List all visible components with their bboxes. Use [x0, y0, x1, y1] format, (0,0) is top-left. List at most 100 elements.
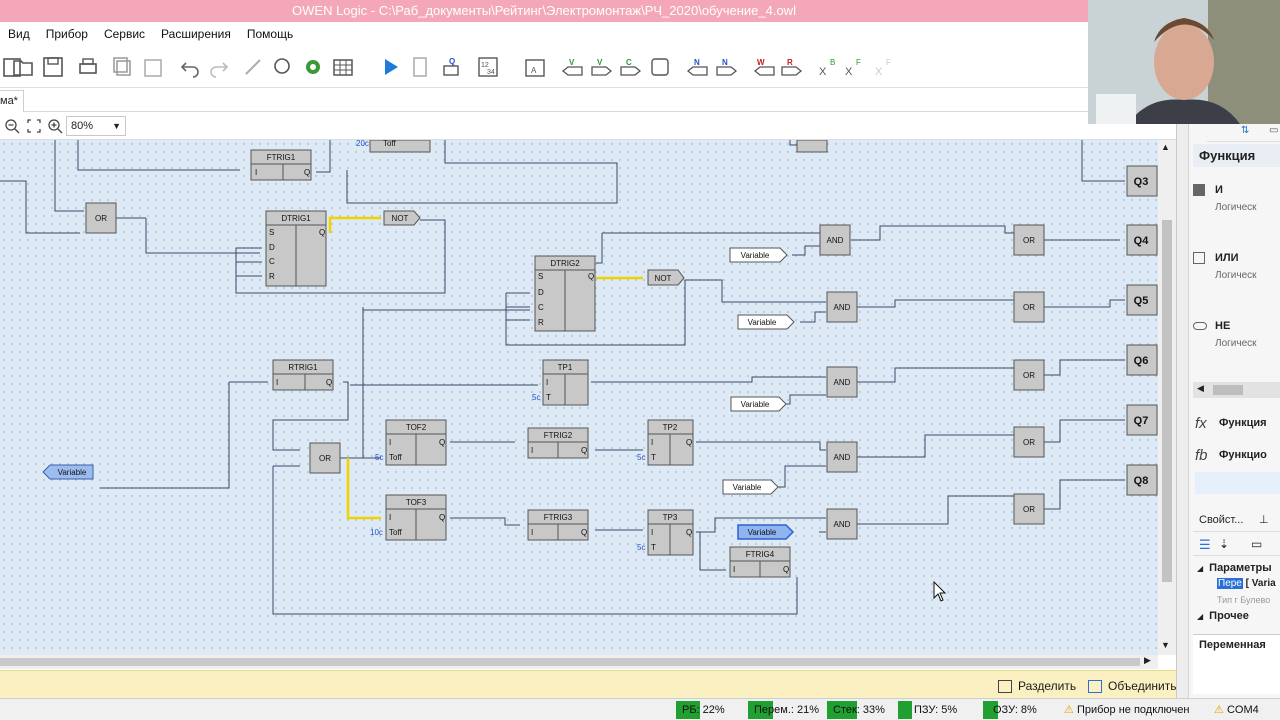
settings-icon[interactable] — [300, 54, 326, 80]
output-q5: Q5 — [1134, 295, 1149, 307]
pin: Q — [439, 438, 445, 447]
scroll-down-icon[interactable]: ▼ — [1161, 640, 1170, 650]
menu-device[interactable]: Прибор — [45, 27, 88, 41]
menu-service[interactable]: Сервис — [103, 27, 146, 41]
pin: Q — [319, 228, 325, 237]
read-icon[interactable]: R — [778, 54, 804, 80]
fit-icon[interactable] — [26, 118, 42, 134]
open-folder-icon[interactable] — [10, 54, 36, 80]
menu-help[interactable]: Помощь — [246, 27, 294, 41]
paste-icon[interactable] — [140, 54, 166, 80]
link-icon[interactable] — [240, 54, 266, 80]
window-title: OWEN Logic - C:\Раб_документы\Рейтинг\Эл… — [292, 3, 796, 18]
const-5: 5с — [532, 393, 540, 402]
tab-functions[interactable]: fx Функция — [1195, 414, 1267, 432]
library-item-and[interactable]: И Логическ — [1193, 184, 1280, 213]
table-icon[interactable] — [330, 54, 356, 80]
properties-selected-row[interactable]: Пере [ Varia — [1217, 578, 1276, 589]
menu-extensions[interactable]: Расширения — [161, 27, 231, 41]
or-label: OR — [319, 454, 331, 463]
library-search-strip[interactable] — [1195, 472, 1280, 494]
run-icon[interactable] — [377, 54, 403, 80]
alphabetical-icon[interactable]: ⇣ — [1219, 537, 1230, 551]
watch-icon[interactable]: Q — [440, 54, 466, 80]
properties-description: Переменная — [1193, 634, 1280, 694]
block-icon[interactable] — [647, 54, 673, 80]
scroll-up-icon[interactable]: ▲ — [1161, 142, 1170, 152]
properties-toolbar: ☰ ⇣ ▭ — [1193, 534, 1280, 556]
categorized-icon[interactable]: ☰ — [1199, 537, 1211, 552]
zoom-out-icon[interactable] — [4, 118, 20, 134]
panel-toolbar: ⇅ ▭ — [1207, 124, 1280, 142]
net-right-icon[interactable]: N — [713, 54, 739, 80]
pin: D — [269, 243, 275, 252]
svg-text:X: X — [819, 66, 827, 78]
status-device: ⚠ Прибор не подключен — [1064, 704, 1190, 716]
dtrig2-title: DTRIG2 — [550, 259, 580, 268]
vertical-scroll-thumb[interactable] — [1162, 220, 1172, 582]
diagram-canvas[interactable]: FTRIG1 DTRIG1 DTRIG2 RTRIG1 TP1 TOF2 FTR… — [0, 140, 1158, 655]
ftrig3-title: FTRIG3 — [544, 513, 573, 522]
properties-other-section[interactable]: ◢Прочее — [1197, 610, 1249, 622]
variable-input: Variable — [58, 468, 87, 477]
library-item-not[interactable]: НЕ Логическ — [1193, 320, 1280, 349]
variable-tag: Variable — [733, 483, 762, 492]
tab-function-blocks[interactable]: fb Функцио — [1195, 446, 1267, 464]
folder-icon[interactable]: ▭ — [1269, 125, 1279, 136]
device-icon[interactable] — [407, 54, 433, 80]
save-icon[interactable] — [40, 54, 66, 80]
tp3-title: TP3 — [663, 513, 678, 522]
calendar-icon[interactable]: A — [522, 54, 548, 80]
properties-params-section[interactable]: ◢Параметры — [1197, 562, 1272, 574]
const-icon[interactable]: C — [617, 54, 643, 80]
var-right-icon[interactable]: V — [588, 54, 614, 80]
merge-button[interactable]: Объединить — [1088, 676, 1177, 696]
undo-icon[interactable] — [177, 54, 203, 80]
inspect-icon[interactable] — [270, 54, 296, 80]
pin-icon[interactable]: ⊥ — [1259, 514, 1269, 526]
var-left-icon[interactable]: V — [560, 54, 586, 80]
vertical-scrollbar[interactable]: ▲ ▼ — [1158, 140, 1176, 655]
status-stack-fill — [827, 701, 857, 719]
horizontal-scroll-thumb[interactable] — [0, 658, 1140, 666]
pin: Q — [686, 528, 692, 537]
pin: Q — [783, 565, 789, 574]
fb-icon: fb — [1195, 446, 1208, 464]
library-scrollbar[interactable]: ◀ — [1193, 382, 1280, 398]
net-left-icon[interactable]: N — [685, 54, 711, 80]
copy-icon[interactable] — [110, 54, 136, 80]
panel-splitter[interactable] — [1177, 124, 1189, 698]
redo-icon[interactable] — [206, 54, 232, 80]
zoom-select[interactable]: 80% ▼ — [66, 116, 126, 136]
property-pages-icon[interactable]: ▭ — [1251, 537, 1263, 551]
menu-view[interactable]: Вид — [8, 27, 30, 41]
pin: I — [276, 378, 278, 387]
library-item-or[interactable]: ИЛИ Логическ — [1193, 252, 1280, 281]
scroll-left-icon[interactable]: ◀ — [1197, 383, 1204, 393]
and-label: AND — [834, 303, 851, 312]
variable-tag: Variable — [748, 318, 777, 327]
zoom-in-icon[interactable] — [47, 118, 63, 134]
print-icon[interactable] — [75, 54, 101, 80]
or-label: OR — [1023, 236, 1035, 245]
library-scroll-thumb[interactable] — [1213, 385, 1243, 395]
split-button[interactable]: Разделить — [998, 676, 1076, 696]
menu-bar: Вид Прибор Сервис Расширения Помощь — [0, 22, 1088, 46]
horizontal-scrollbar[interactable]: ▶ — [0, 655, 1158, 669]
pin: I — [531, 528, 533, 537]
pin: Toff — [389, 453, 403, 462]
variable-tag: Variable — [741, 400, 770, 409]
svg-text:12: 12 — [481, 62, 489, 69]
scroll-right-icon[interactable]: ▶ — [1144, 655, 1151, 665]
tab-diagram[interactable]: ма* — [0, 90, 24, 112]
pin: I — [546, 378, 548, 387]
svg-text:W: W — [757, 58, 765, 67]
write-icon[interactable]: W — [752, 54, 778, 80]
sort-icon[interactable]: ⇅ — [1241, 125, 1250, 136]
new-file-icon[interactable] — [0, 54, 26, 80]
dtrig1-title: DTRIG1 — [281, 214, 311, 223]
